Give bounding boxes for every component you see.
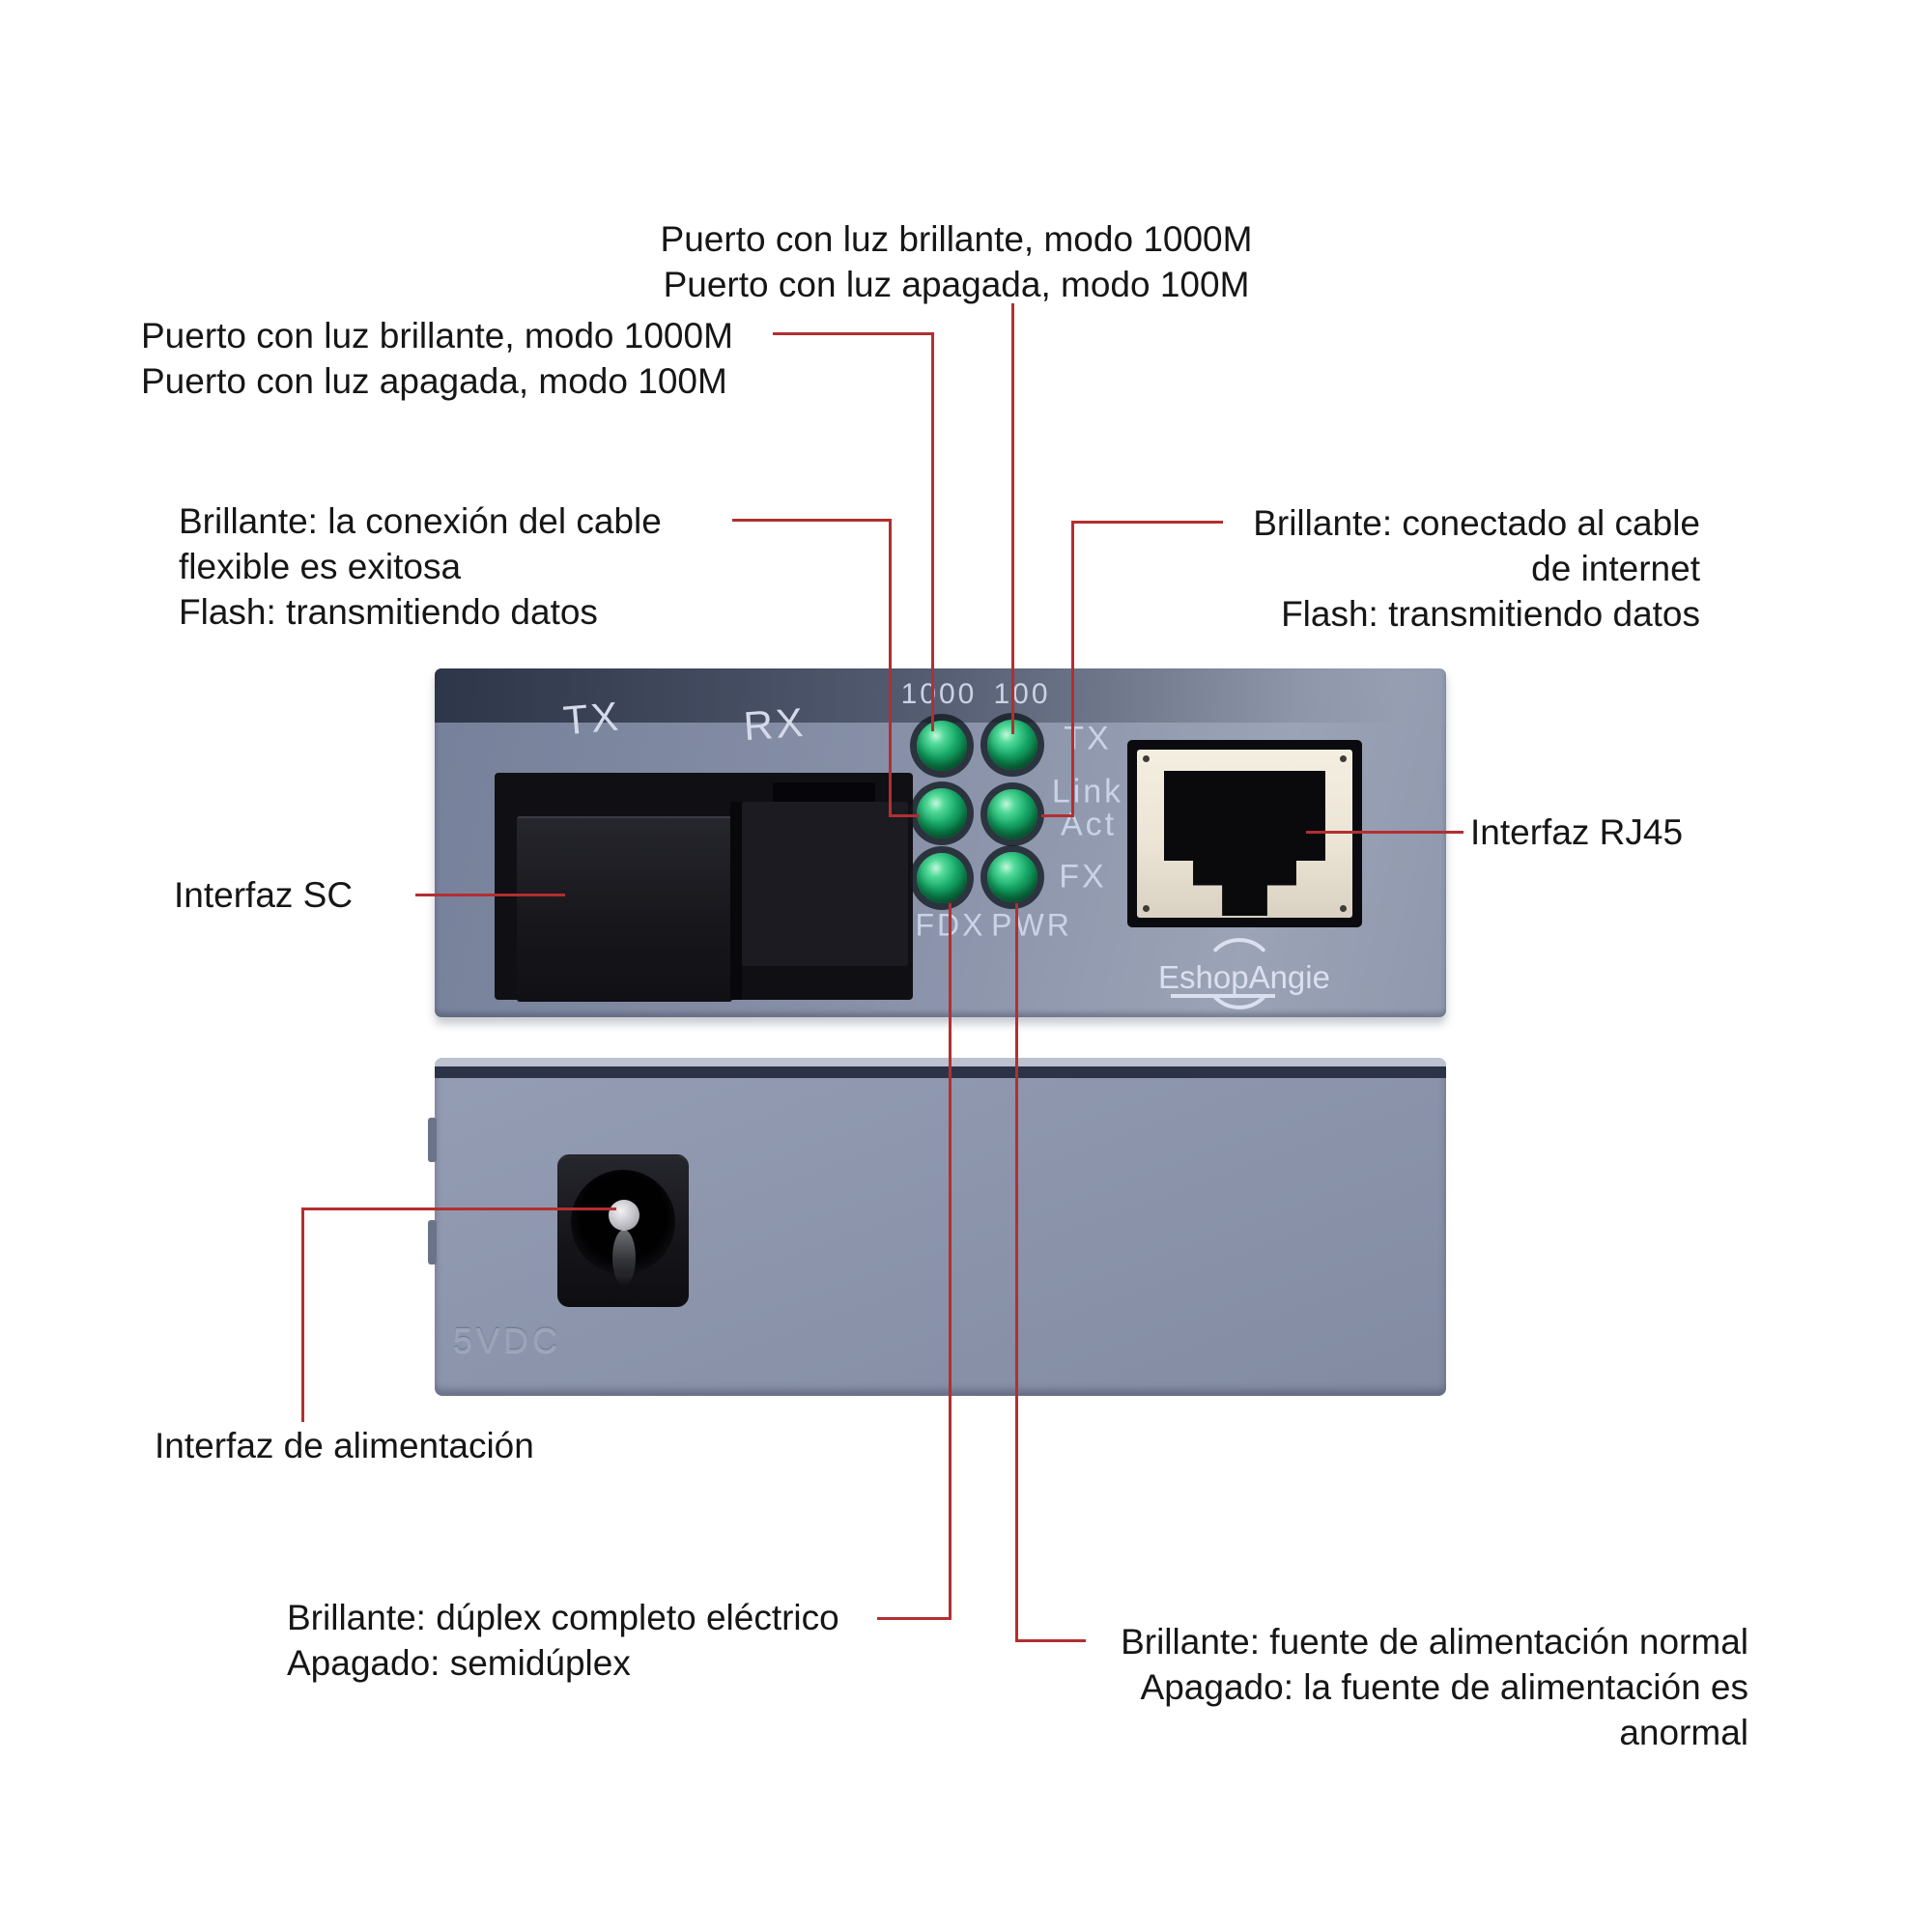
logo-text: EshopAngie	[1158, 959, 1330, 995]
label-line: de internet	[1531, 549, 1700, 588]
front-top-face	[435, 668, 1446, 723]
led-row-link-label: Link	[1051, 773, 1124, 810]
rj45-port	[1127, 740, 1362, 927]
fiber-tx-label: TX	[561, 693, 623, 744]
screw-dot	[1143, 905, 1150, 912]
led-col-100-label: 100	[993, 678, 1051, 710]
label-line: Puerto con luz brillante, modo 1000M	[660, 219, 1253, 259]
logo-underline	[1171, 994, 1275, 998]
label-line: anormal	[1619, 1713, 1748, 1752]
led-1000-tx	[917, 721, 967, 771]
dc-jack-pin-reflection	[612, 1230, 636, 1286]
back-top-edge	[435, 1058, 1446, 1066]
dc-jack-barrel	[571, 1170, 675, 1286]
callout-line-right-middle-h2	[1041, 814, 1074, 817]
callout-line-left-middle-v	[889, 519, 892, 817]
label-bottom-right: Brillante: fuente de alimentación normal…	[1121, 1619, 1748, 1755]
label-line: flexible es exitosa	[179, 547, 462, 586]
dc-power-jack	[557, 1154, 689, 1307]
led-pwr	[987, 852, 1037, 902]
callout-line-sc	[415, 894, 565, 896]
fiber-rx-label: RX	[742, 698, 808, 750]
led-1000-link-act	[917, 788, 967, 838]
side-tab	[428, 1220, 437, 1264]
label-line: Brillante: dúplex completo eléctrico	[287, 1598, 839, 1637]
callout-line-power-v	[301, 1208, 304, 1422]
label-left-upper: Puerto con luz brillante, modo 1000M Pue…	[141, 313, 733, 404]
led-col-1000-label: 1000	[900, 678, 978, 710]
label-line: Puerto con luz apagada, modo 100M	[663, 265, 1250, 304]
label-power-interface: Interfaz de alimentación	[155, 1426, 534, 1465]
label-sc-interface: Interfaz SC	[174, 875, 354, 915]
callout-line-pwr-h	[1015, 1639, 1086, 1642]
callout-line-left-middle-h2	[889, 814, 920, 817]
callout-line-fdx-h	[877, 1617, 951, 1620]
sc-connector-rx	[742, 802, 908, 966]
converter-back-panel: 5VDC	[428, 1058, 1446, 1396]
callout-line-pwr-v	[1015, 903, 1018, 1642]
led-pwr-label: PWR	[991, 907, 1072, 943]
sc-connector-tx	[517, 816, 732, 1002]
callout-line-fdx-v	[949, 903, 952, 1620]
label-bottom-left: Brillante: dúplex completo eléctrico Apa…	[287, 1595, 839, 1686]
rj45-faceplate	[1137, 750, 1352, 918]
screw-dot	[1143, 755, 1150, 762]
eshopangie-logo: EshopAngie	[1158, 938, 1330, 1009]
callout-line-right-middle-h	[1071, 521, 1223, 524]
sc-top-slot	[773, 782, 875, 804]
label-right-middle: Brillante: conectado al cable de interne…	[1253, 500, 1700, 637]
led-row-act-label: Act	[1060, 806, 1118, 843]
callout-line-rj45	[1306, 831, 1463, 834]
led-fdx	[917, 853, 967, 903]
led-100-link-act	[987, 789, 1037, 839]
callout-line-left-middle-h	[732, 519, 892, 522]
label-line: Brillante: conectado al cable	[1253, 503, 1700, 543]
led-row-fx-label: FX	[1059, 858, 1107, 895]
callout-line-right-middle-v	[1071, 521, 1074, 817]
label-line: Puerto con luz brillante, modo 1000M	[141, 316, 733, 355]
back-top-lip	[435, 1066, 1446, 1078]
side-tab	[428, 1118, 437, 1162]
dc-jack-pin	[609, 1200, 639, 1231]
label-line: Brillante: fuente de alimentación normal	[1121, 1622, 1748, 1662]
sc-connector-gap	[730, 802, 742, 1000]
label-line: Flash: transmitiendo datos	[1281, 594, 1700, 634]
label-line: Apagado: semidúplex	[287, 1643, 631, 1683]
screw-dot	[1340, 755, 1347, 762]
converter-front-panel: TX RX 1000 100 TX Link Act FX FDX PWR	[435, 668, 1446, 1017]
logo-arc-top	[1213, 938, 1265, 952]
callout-line-left-upper-v	[931, 332, 934, 731]
callout-line-top-center	[1011, 303, 1014, 734]
label-line: Puerto con luz apagada, modo 100M	[141, 361, 727, 401]
callout-line-power-h	[301, 1208, 616, 1210]
label-line: Brillante: la conexión del cable	[179, 501, 662, 541]
logo-arc-bottom	[1213, 995, 1265, 1009]
callout-line-left-upper-h	[773, 332, 934, 335]
label-left-middle: Brillante: la conexión del cable flexibl…	[179, 498, 662, 635]
voltage-marking: 5VDC	[452, 1321, 562, 1360]
label-rj45-interface: Interfaz RJ45	[1470, 812, 1684, 852]
label-top-center: Puerto con luz brillante, modo 1000M Pue…	[661, 216, 1253, 307]
label-line: Apagado: la fuente de alimentación es	[1140, 1667, 1748, 1707]
screw-dot	[1340, 905, 1347, 912]
label-line: Flash: transmitiendo datos	[179, 592, 598, 632]
rj45-cavity	[1164, 771, 1325, 916]
